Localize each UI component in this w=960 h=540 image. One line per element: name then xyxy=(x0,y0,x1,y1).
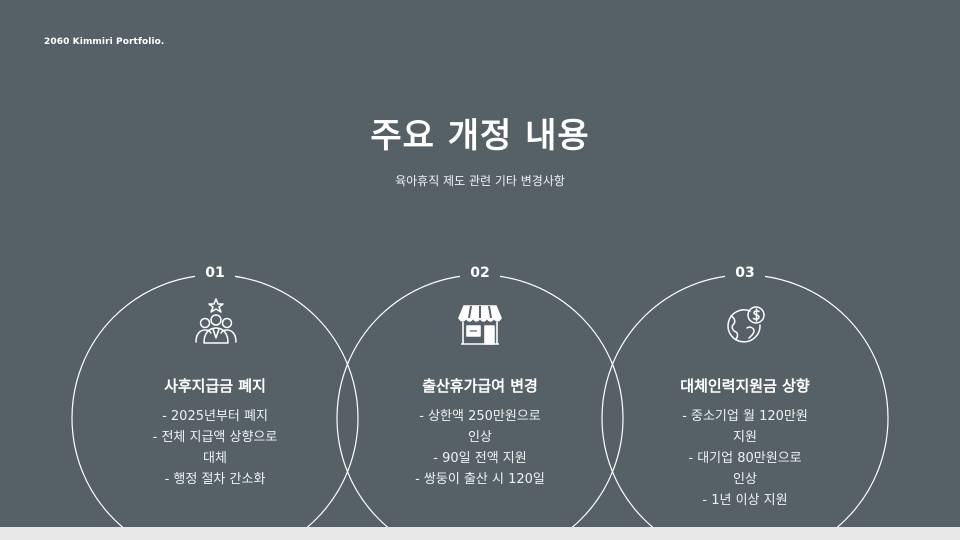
item-line: - 1년 이상 지원 xyxy=(702,493,788,508)
item-line: 인상 xyxy=(733,472,757,487)
item-number: 03 xyxy=(725,265,765,281)
item-number: 01 xyxy=(195,265,235,281)
item-line: - 대기업 80만원으로 xyxy=(688,451,802,466)
page-subtitle: 육아휴직 제도 관련 기타 변경사항 xyxy=(395,174,565,188)
item-line: - 중소기업 월 120만원 xyxy=(682,409,808,424)
item-title: 출산휴가급여 변경 xyxy=(422,377,538,395)
item-title: 대체인력지원금 상향 xyxy=(680,377,810,395)
item-line: 대체 xyxy=(203,451,227,466)
storefront-icon xyxy=(452,298,508,354)
item-line: - 쌍둥이 출산 시 120일 xyxy=(415,472,545,487)
item-line: 지원 xyxy=(733,430,757,445)
brand-label: 2060 Kimmiri Portfolio. xyxy=(44,37,165,47)
group-star-icon xyxy=(188,296,244,352)
item-description: - 중소기업 월 120만원 지원 - 대기업 80만원으로 인상 - 1년 이… xyxy=(650,406,840,511)
page-title: 주요 개정 내용 xyxy=(370,116,590,156)
item-line: - 행정 절차 간소화 xyxy=(164,472,266,487)
item-description: - 2025년부터 폐지 - 전체 지급액 상향으로 대체 - 행정 절차 간소… xyxy=(120,406,310,490)
globe-dollar-icon xyxy=(717,298,773,354)
item-line: - 2025년부터 폐지 xyxy=(162,409,268,424)
item-line: - 90일 전액 지원 xyxy=(433,451,527,466)
slide: 2060 Kimmiri Portfolio. 주요 개정 내용 육아휴직 제도… xyxy=(0,0,960,527)
item-description: - 상한액 250만원으로 인상 - 90일 전액 지원 - 쌍둥이 출산 시 … xyxy=(385,406,575,490)
item-line: 인상 xyxy=(468,430,492,445)
item-line: - 상한액 250만원으로 xyxy=(419,409,541,424)
item-title: 사후지급금 폐지 xyxy=(164,377,266,395)
item-number: 02 xyxy=(460,265,500,281)
item-line: - 전체 지급액 상향으로 xyxy=(152,430,278,445)
